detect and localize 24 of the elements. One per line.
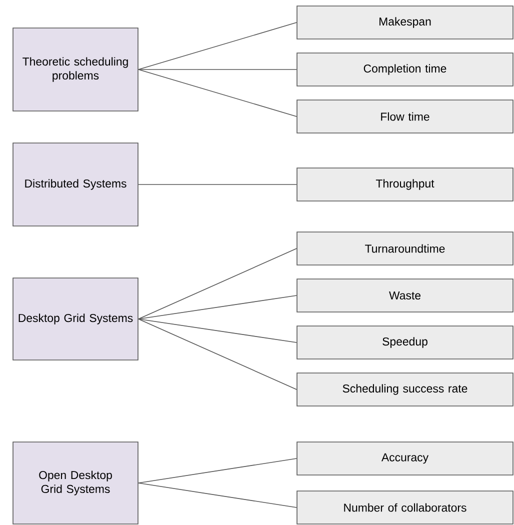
metric-box: Makespan	[296, 6, 514, 40]
metric-box: Flow time	[296, 100, 514, 134]
metric-box: Number of collaborators	[296, 490, 514, 524]
connector-line	[138, 22, 297, 70]
connector-line	[138, 69, 297, 117]
metric-box: Completion time	[296, 52, 514, 86]
connector-line	[138, 248, 297, 320]
category-box: Theoretic scheduling problems	[12, 28, 138, 112]
connector-line	[138, 482, 297, 508]
metric-box: Accuracy	[296, 442, 514, 476]
metric-box: Turnaroundtime	[296, 232, 514, 266]
metric-box: Speedup	[296, 326, 514, 360]
metric-box: Throughput	[296, 168, 514, 202]
connector-line	[138, 318, 297, 343]
connector-line	[138, 458, 297, 484]
category-box: Open Desktop Grid Systems	[12, 442, 138, 524]
connector-line	[138, 69, 297, 70]
connector-line	[138, 318, 297, 390]
metric-box: Scheduling success rate	[296, 372, 514, 406]
category-box: Desktop Grid Systems	[12, 278, 138, 360]
connector-line	[138, 184, 297, 185]
metric-box: Waste	[296, 278, 514, 312]
category-box: Distributed Systems	[12, 142, 138, 226]
connector-line	[138, 295, 297, 320]
